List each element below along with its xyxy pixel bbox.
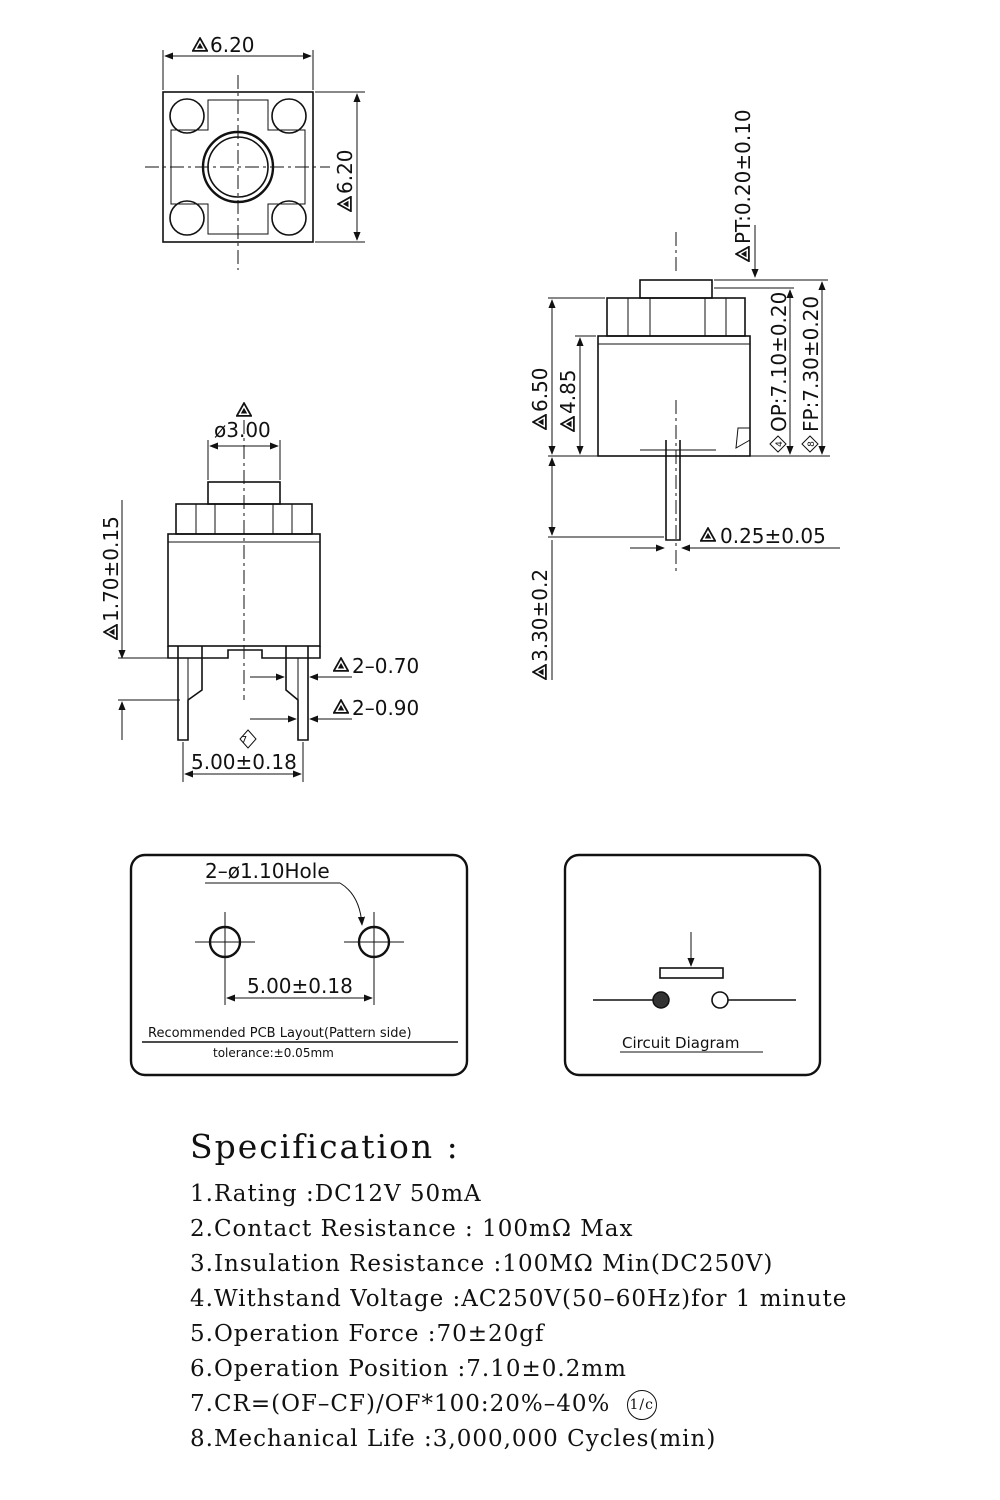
side-view: PT:0.20±0.10 6.50 4.85 4 OP:7.10±0.20 (528, 109, 840, 680)
note-diamond-icon (769, 435, 787, 453)
spec-item-cr-text: 7.CR=(OF–CF)/OF*100:20%–40% (190, 1391, 611, 1417)
switch-contact-icon (652, 991, 670, 1009)
top-width-label: 6.20 (210, 33, 255, 57)
critical-dimension-icon (700, 527, 716, 542)
spec-item-operation-position: 6.Operation Position :7.10±0.2mm (190, 1356, 627, 1382)
critical-dimension-icon (103, 624, 118, 640)
pin-length-label: 3.30±0.2 (528, 569, 552, 662)
top-height-label: 6.20 (333, 149, 357, 194)
critical-dimension-icon (532, 414, 547, 430)
pitch-note-label: 7 (241, 735, 247, 746)
switch-contact-icon (711, 991, 729, 1009)
critical-dimension-icon (560, 416, 575, 432)
critical-dimension-icon (532, 664, 547, 680)
spec-item-rating: 1.Rating :DC12V 50mA (190, 1181, 482, 1207)
critical-dimension-icon (333, 699, 349, 714)
critical-dimension-icon (735, 246, 750, 262)
note-diamond-icon (801, 435, 819, 453)
spec-item-operation-force: 5.Operation Force :70±20gf (190, 1321, 545, 1347)
pcb-caption: Recommended PCB Layout(Pattern side) (148, 1026, 412, 1041)
pin-width-wide-label: 2–0.90 (352, 696, 419, 720)
pin-width-narrow-label: 2–0.70 (352, 654, 419, 678)
operating-position-label: OP:7.10±0.20 (767, 292, 791, 432)
spec-item-contact-resistance: 2.Contact Resistance : 100mΩ Max (190, 1216, 634, 1242)
note-diamond-icon (239, 729, 257, 749)
critical-dimension-icon (192, 37, 208, 52)
pcb-layout-panel: 2–ø1.10Hole 5.00±0.18 Recommended PCB La… (129, 853, 469, 1077)
critical-dimension-icon (236, 402, 252, 417)
pcb-pitch-label: 5.00±0.18 (247, 974, 353, 998)
circuit-caption: Circuit Diagram (622, 1034, 739, 1052)
spec-item-mechanical-life: 8.Mechanical Life :3,000,000 Cycles(min) (190, 1426, 717, 1452)
stem-height-label: 1.70±0.15 (99, 516, 123, 622)
free-position-label: FP:7.30±0.20 (799, 296, 823, 432)
cr-note-icon: 1/c (626, 1390, 657, 1420)
switch-actuator-icon (659, 967, 724, 979)
stem-diameter-label: ø3.00 (214, 418, 271, 442)
pin-thickness-label: 0.25±0.05 (720, 524, 826, 548)
spec-item-insulation-resistance: 3.Insulation Resistance :100MΩ Min(DC250… (190, 1251, 774, 1277)
pretravel-label: PT:0.20±0.10 (731, 109, 755, 244)
critical-dimension-icon (333, 657, 349, 672)
specification-title: Specification : (190, 1127, 460, 1166)
body-height-label: 4.85 (556, 369, 580, 414)
pin-pitch-label: 5.00±0.18 (191, 750, 297, 774)
spec-item-cr: 7.CR=(OF–CF)/OF*100:20%–40% 1/c (190, 1387, 950, 1422)
circuit-panel: Circuit Diagram (563, 853, 822, 1077)
total-height-label: 6.50 (528, 367, 552, 412)
spec-item-withstand-voltage: 4.Withstand Voltage :AC250V(50–60Hz)for … (190, 1286, 848, 1312)
pcb-tolerance: tolerance:±0.05mm (213, 1046, 334, 1060)
hole-label: 2–ø1.10Hole (205, 859, 330, 883)
critical-dimension-icon (337, 196, 352, 212)
front-view: ø3.00 1.70±0.15 2–0.70 2–0.90 7 5.00±0.1… (99, 402, 419, 782)
fp-note-label: 8 (807, 441, 817, 447)
op-note-label: 4 (775, 441, 785, 447)
specification-section: Specification : 1.Rating :DC12V 50mA 2.C… (190, 1125, 950, 1457)
top-view: 6.20 6.20 (145, 33, 365, 270)
